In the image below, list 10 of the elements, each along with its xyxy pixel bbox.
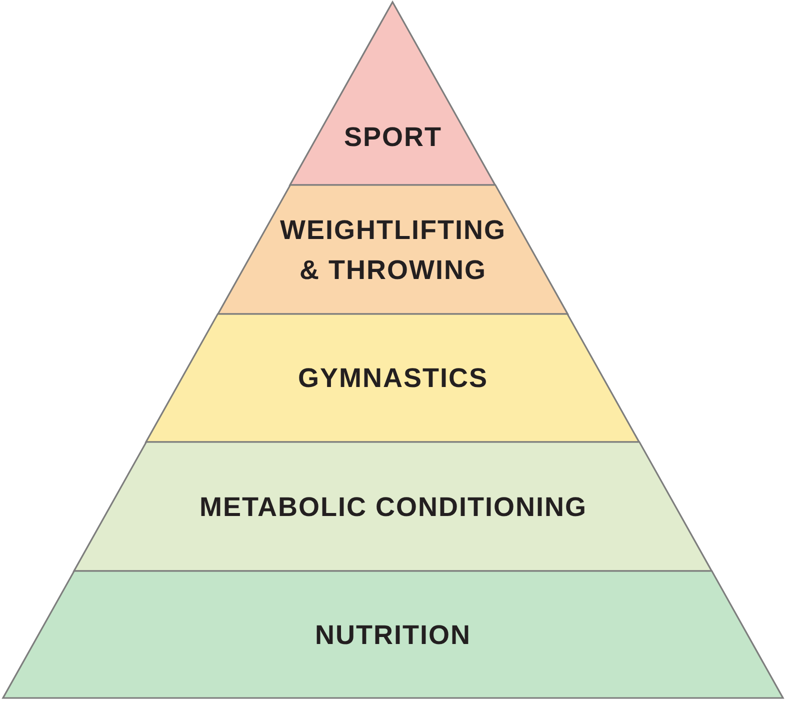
tier-label: METABOLIC CONDITIONING [199,490,587,524]
tier-label: GYMNASTICS [298,362,488,395]
pyramid-tier [74,442,712,571]
pyramid-tier [146,314,640,442]
tier-label: SPORT [344,121,442,154]
tier-label: WEIGHTLIFTING & THROWING [279,214,507,286]
pyramid-tier [218,185,568,314]
pyramid-tier [3,571,783,698]
pyramid-tier [290,2,496,185]
tier-label: NUTRITION [315,618,471,652]
